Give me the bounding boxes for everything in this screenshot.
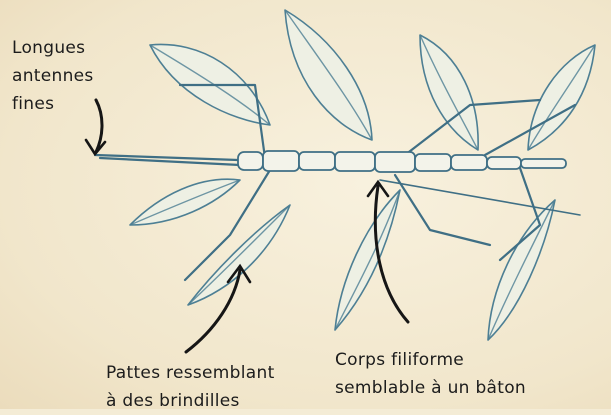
- antennae-label-line-3: fines: [12, 90, 94, 118]
- insect-body: [238, 151, 566, 172]
- body-label: Corps filiforme semblable à un bâton: [335, 346, 526, 402]
- antennae-label: Longues antennes fines: [12, 34, 94, 118]
- legs-label: Pattes ressemblant à des brindilles: [106, 359, 275, 415]
- legs-label-line-1: Pattes ressemblant: [106, 359, 275, 387]
- antennae-label-line-1: Longues: [12, 34, 94, 62]
- antennae-label-line-2: antennes: [12, 62, 94, 90]
- legs-label-line-2: à des brindilles: [106, 387, 275, 415]
- arrow-antennae: [96, 100, 102, 152]
- leaf-lower-center: [335, 190, 400, 330]
- body-label-line-1: Corps filiforme: [335, 346, 526, 374]
- body-label-line-2: semblable à un bâton: [335, 374, 526, 402]
